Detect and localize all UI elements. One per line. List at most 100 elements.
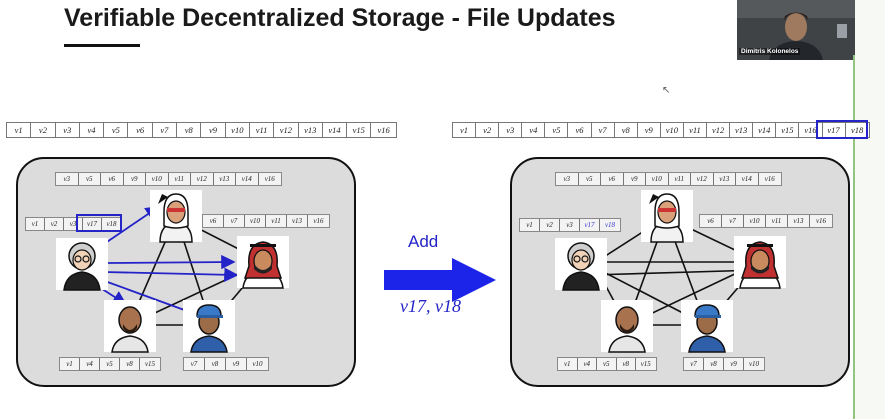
vector-cell: v13 xyxy=(214,173,236,185)
vector-cell: v10 xyxy=(252,360,263,368)
vector-cell: v6 xyxy=(601,173,624,185)
vector-cell: v16 xyxy=(264,175,275,183)
add-label: Add xyxy=(408,232,439,251)
vector-cell: v2 xyxy=(476,123,500,137)
vector-cell: v16 xyxy=(815,217,827,225)
vector-cell: v3 xyxy=(64,218,83,230)
vector-cell: v11 xyxy=(684,123,708,137)
vector-cell: v8 xyxy=(704,358,724,370)
vector-cell: v9 xyxy=(724,358,744,370)
vector-cell: v11 xyxy=(766,215,788,227)
vector-cell: v13 xyxy=(287,215,308,227)
vector-cell: v10 xyxy=(646,173,669,185)
vector-cell: v5 xyxy=(100,358,120,370)
vector-cell: v2 xyxy=(540,219,560,231)
man-with-keffiyeh-icon xyxy=(237,236,289,289)
vector-cell: v10 xyxy=(661,123,684,137)
vector-cell: v9 xyxy=(124,173,146,185)
vector-cell: v1 xyxy=(7,123,32,137)
vector-cell: v15 xyxy=(347,123,372,137)
vector-cell: v1 xyxy=(26,218,45,230)
vector-cell: v8 xyxy=(205,358,226,370)
vector-cell: v6 xyxy=(700,215,722,227)
vector-cell: v6 xyxy=(128,123,153,137)
vector-cell: v8 xyxy=(177,123,202,137)
vector-cell: v11 xyxy=(250,123,275,137)
vector-cell: v2 xyxy=(31,123,56,137)
vector-cell: v5 xyxy=(579,173,601,185)
vector-cell: v14 xyxy=(736,173,759,185)
man-with-cap-icon xyxy=(183,300,235,353)
vector-cell: v1 xyxy=(558,358,578,370)
vector-cell: v17 xyxy=(83,218,102,230)
vector-cell: v18 xyxy=(604,221,616,229)
vector-cell: v13 xyxy=(730,123,754,137)
vector-cell: v2 xyxy=(45,218,64,230)
vector-cell: v11 xyxy=(266,215,287,227)
vector-cell: v16 xyxy=(799,123,823,137)
bald-man-icon xyxy=(104,300,156,353)
vector-cell: v15 xyxy=(776,123,800,137)
cursor-icon: ↖ xyxy=(662,85,671,96)
vector-cell: v3 xyxy=(499,123,523,137)
vector-cell: v12 xyxy=(691,173,714,185)
man-with-keffiyeh-icon xyxy=(734,236,786,289)
vector-cell: v3 xyxy=(560,219,580,231)
vector-cell: v5 xyxy=(104,123,129,137)
vector-cell: v16 xyxy=(764,175,775,183)
vector-cell: v7 xyxy=(592,123,615,137)
vector-cell: v5 xyxy=(597,358,617,370)
vector-cell: v7 xyxy=(153,123,178,137)
vector-cell: v13 xyxy=(299,123,323,137)
participant-video-icon xyxy=(737,0,855,60)
man-with-cap-icon xyxy=(681,300,733,353)
vector-cell: v10 xyxy=(744,215,766,227)
slide-title: Verifiable Decentralized Storage - File … xyxy=(64,4,616,32)
vector-cell: v11 xyxy=(169,173,191,185)
vector-cell: v12 xyxy=(274,123,299,137)
vector-cell: v9 xyxy=(624,173,646,185)
vector-cell: v7 xyxy=(722,215,744,227)
vector-cell: v8 xyxy=(615,123,638,137)
vector-cell: v17 xyxy=(580,219,600,231)
vector-cell: v14 xyxy=(753,123,777,137)
added-vectors-label: v17, v18 xyxy=(400,296,461,316)
vector-cell: v6 xyxy=(101,173,124,185)
vector-cell: v7 xyxy=(224,215,245,227)
vector-cell: v15 xyxy=(144,360,156,368)
vector-cell: v9 xyxy=(226,358,247,370)
woman-with-headscarf-icon xyxy=(641,190,693,243)
title-underline xyxy=(64,44,140,47)
participant-name: Dimitris Kolonelos xyxy=(739,48,801,55)
vector-cell: v3 xyxy=(56,173,79,185)
vector-cell: v12 xyxy=(707,123,731,137)
vector-cell: v13 xyxy=(714,173,736,185)
vector-cell: v18 xyxy=(851,125,864,135)
vector-cell: v6 xyxy=(203,215,224,227)
vector-cell: v10 xyxy=(748,360,760,368)
vector-cell: v14 xyxy=(323,123,348,137)
vector-cell: v10 xyxy=(146,173,169,185)
vector-cell: v12 xyxy=(191,173,214,185)
vector-cell: v3 xyxy=(56,123,80,137)
play-arrow-icon xyxy=(384,258,496,302)
vector-cell: v4 xyxy=(80,358,100,370)
vector-cell: v4 xyxy=(578,358,597,370)
presence-line xyxy=(853,55,855,419)
vector-cell: v7 xyxy=(184,358,205,370)
vector-cell: v16 xyxy=(377,125,390,135)
vector-cell: v13 xyxy=(788,215,810,227)
woman-with-headscarf-icon xyxy=(150,190,202,243)
vector-cell: v5 xyxy=(79,173,101,185)
vector-cell: v3 xyxy=(556,173,579,185)
woman-with-glasses-icon xyxy=(555,238,607,291)
vector-cell: v6 xyxy=(568,123,592,137)
vector-cell: v8 xyxy=(120,358,140,370)
